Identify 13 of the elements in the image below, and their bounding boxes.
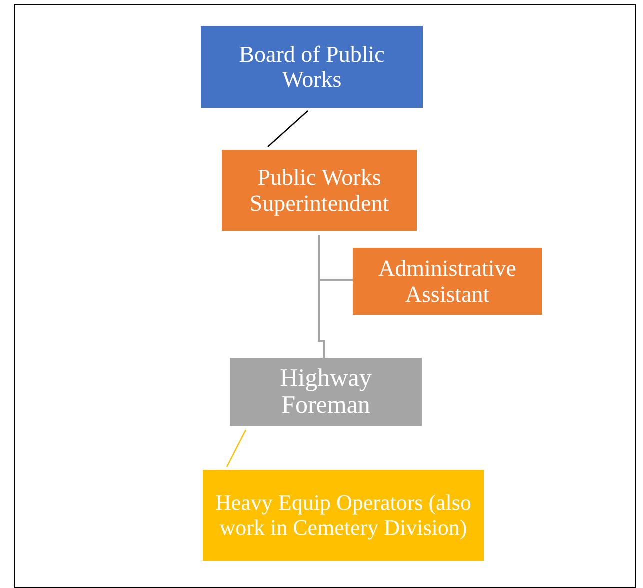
box-label: Board of Public Works [238, 42, 386, 92]
org-box [230, 358, 422, 426]
box-label: Heavy Equip Operators (also work in Cemetery Division) [215, 491, 472, 540]
org-box [353, 248, 542, 315]
org-box [201, 26, 423, 108]
connector-line [226, 430, 247, 468]
connector-line [268, 110, 308, 148]
box-label: Administrative Assistant [378, 256, 518, 307]
box-label: Public Works Superintendent [248, 165, 390, 216]
org-box [203, 470, 484, 561]
connector-line [318, 235, 325, 358]
box-label: Highway Foreman [279, 364, 373, 420]
org-box [222, 150, 417, 231]
